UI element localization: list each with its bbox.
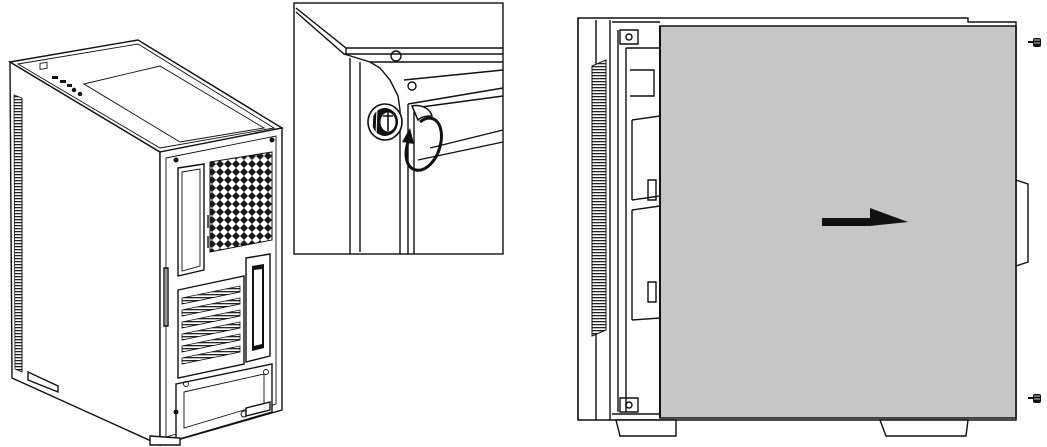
case-foot-front	[27, 370, 59, 394]
panel-screw-icon	[1028, 394, 1041, 403]
slide-arrow-icon	[822, 208, 908, 226]
case-rear-view	[8, 39, 284, 447]
panel-foot-left	[615, 419, 677, 437]
panel-screw-icon	[1028, 38, 1041, 47]
corner-clip-top	[619, 29, 639, 45]
thumbscrew-icon	[367, 103, 403, 141]
side-vent-strip	[13, 94, 23, 373]
case-foot-rear	[149, 435, 181, 446]
side-panel-removal	[577, 17, 1041, 437]
psu-bay	[175, 363, 273, 441]
rear-fan-mesh	[209, 151, 273, 253]
thumbscrew-detail	[293, 2, 504, 255]
top-glass-panel	[82, 65, 266, 143]
expansion-slots	[177, 275, 245, 379]
panel-foot-right	[878, 419, 969, 437]
rear-bracket	[1015, 179, 1029, 267]
top-io-ports	[39, 61, 83, 97]
corner-clip-bottom	[619, 397, 639, 413]
io-shield-area	[177, 163, 205, 277]
front-vent-strip	[591, 59, 607, 337]
rotation-arrow-icon	[402, 104, 443, 172]
